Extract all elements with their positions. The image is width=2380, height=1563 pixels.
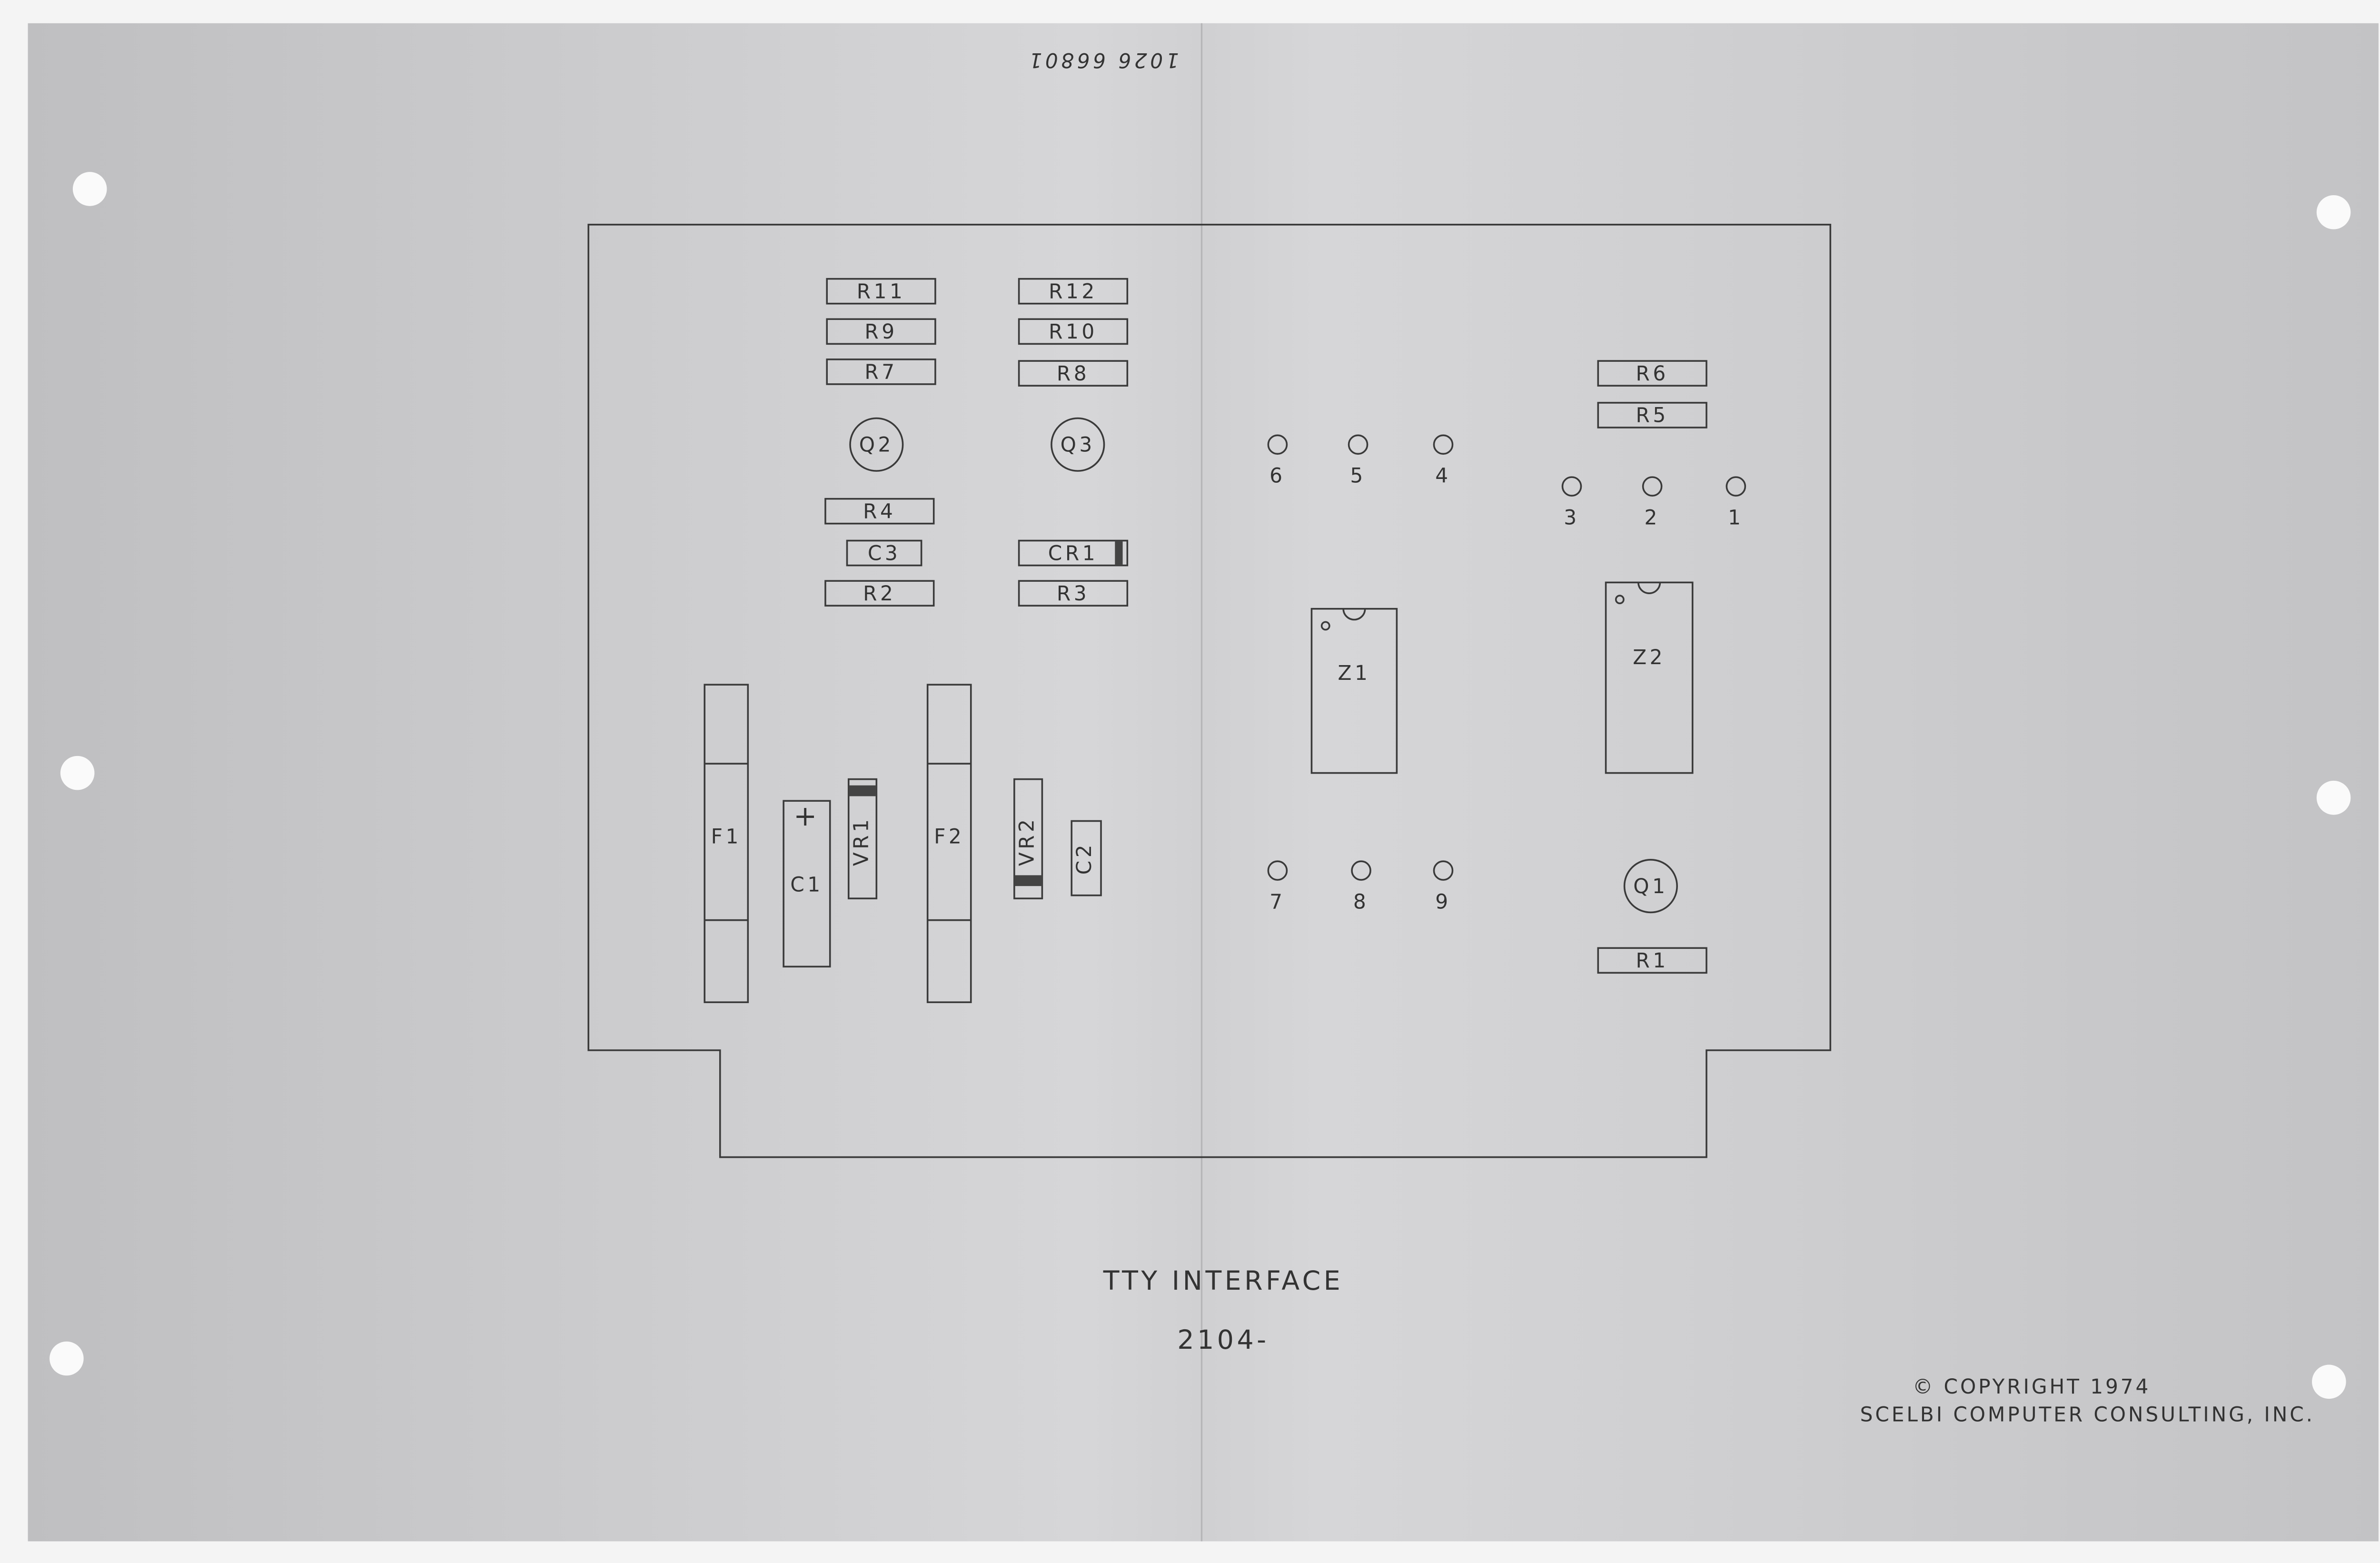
component-label: F2 — [934, 825, 964, 848]
component-label: R8 — [1057, 362, 1090, 385]
component-r7: R7 — [826, 358, 936, 385]
component-r9: R9 — [826, 318, 936, 345]
component-label: R7 — [864, 360, 897, 384]
capacitor-c2: C2 — [1071, 820, 1102, 896]
terminal-6: 6 — [1267, 434, 1288, 488]
component-label: R4 — [863, 499, 896, 523]
component-label: Z2 — [1633, 646, 1666, 669]
component-cr1: CR1 — [1018, 539, 1129, 567]
terminal-label: 8 — [1353, 890, 1369, 913]
component-label: R12 — [1049, 279, 1098, 303]
fuse-f2: F2 — [926, 684, 972, 1003]
terminal-label: 6 — [1269, 464, 1285, 488]
terminal-label: 1 — [1728, 506, 1744, 529]
part-number: 2104- — [1177, 1325, 1269, 1355]
component-label: Q2 — [859, 433, 894, 457]
terminal-label: 2 — [1644, 506, 1660, 529]
component-label: R10 — [1049, 320, 1098, 343]
varistor-vr1: VR1 — [847, 778, 878, 899]
terminal-7: 7 — [1267, 860, 1288, 913]
component-label: VR1 — [850, 816, 873, 866]
component-label: R9 — [864, 320, 897, 343]
component-label: Q1 — [1633, 875, 1668, 898]
fuse-f1: F1 — [704, 684, 749, 1003]
copyright-line1: © COPYRIGHT 1974 — [1913, 1375, 2151, 1398]
copyright-line2: SCELBI COMPUTER CONSULTING, INC. — [1860, 1403, 2315, 1426]
varistor-vr2: VR2 — [1013, 778, 1043, 899]
transistor-q2: Q2 — [849, 417, 904, 472]
terminal-9: 9 — [1433, 860, 1454, 913]
component-label: Z1 — [1338, 661, 1370, 685]
punch-holes — [50, 172, 2351, 1399]
terminal-1: 1 — [1726, 476, 1746, 529]
transistor-q3: Q3 — [1051, 417, 1105, 472]
component-label: C3 — [868, 541, 901, 565]
component-r12: R12 — [1018, 278, 1129, 305]
component-r11: R11 — [826, 278, 936, 305]
component-r10: R10 — [1018, 318, 1129, 345]
component-label: VR2 — [1015, 816, 1039, 866]
component-label: F1 — [711, 825, 742, 848]
component-label: R2 — [863, 582, 896, 605]
capacitor-c1: + C1 — [783, 800, 831, 968]
terminal-8: 8 — [1351, 860, 1371, 913]
terminal-label: 4 — [1435, 464, 1451, 488]
component-label: R5 — [1636, 404, 1669, 427]
board-outline — [587, 223, 1832, 1158]
component-r6: R6 — [1597, 360, 1707, 387]
component-r3: R3 — [1018, 580, 1129, 607]
component-r8: R8 — [1018, 360, 1129, 387]
polarity-mark: + — [793, 800, 820, 832]
ic-z2: Z2 — [1605, 581, 1694, 774]
component-r2: R2 — [824, 580, 935, 607]
handwritten-note: 1026 66801 — [1026, 49, 1179, 72]
terminal-label: 7 — [1269, 890, 1285, 913]
component-label: R3 — [1057, 582, 1090, 605]
transistor-q1: Q1 — [1623, 859, 1678, 914]
component-r4: R4 — [824, 498, 935, 525]
terminal-2: 2 — [1642, 476, 1663, 529]
component-label: C1 — [790, 873, 823, 896]
component-label: Q3 — [1061, 433, 1095, 457]
component-label: C2 — [1072, 842, 1096, 875]
component-r1: R1 — [1597, 947, 1707, 974]
terminal-label: 3 — [1564, 506, 1579, 529]
component-label: R11 — [857, 279, 906, 303]
ic-z1: Z1 — [1310, 607, 1398, 774]
component-c3: C3 — [846, 539, 922, 567]
terminal-label: 9 — [1435, 890, 1451, 913]
component-label: CR1 — [1048, 541, 1098, 565]
title: TTY INTERFACE — [1103, 1266, 1343, 1296]
paper-sheet — [28, 23, 2379, 1542]
component-label: R1 — [1636, 949, 1669, 972]
terminal-3: 3 — [1561, 476, 1582, 529]
terminal-4: 4 — [1433, 434, 1454, 488]
component-r5: R5 — [1597, 402, 1707, 428]
component-label: R6 — [1636, 362, 1669, 385]
terminal-label: 5 — [1350, 464, 1366, 488]
terminal-5: 5 — [1348, 434, 1368, 488]
